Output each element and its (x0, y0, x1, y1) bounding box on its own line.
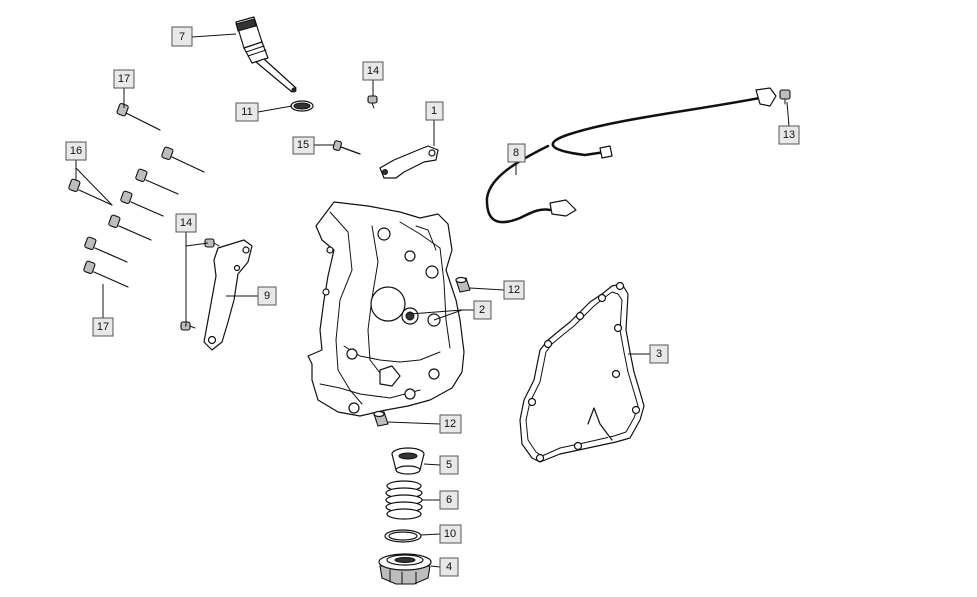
bolt-13-part (779, 89, 791, 105)
callout-12-bottom-label: 12 (444, 418, 456, 430)
callout-15: 15 (292, 136, 315, 155)
callout-13: 13 (778, 125, 800, 145)
callout-3: 3 (649, 344, 669, 364)
gasket-3-part (519, 281, 645, 463)
callout-9-label: 9 (264, 290, 270, 302)
callout-17-top-label: 17 (118, 73, 130, 85)
o-ring-11-part (290, 100, 314, 112)
callout-14-left-label: 14 (180, 217, 192, 229)
callout-4: 4 (439, 557, 459, 577)
callout-10: 10 (439, 524, 462, 544)
plate-9-part (203, 239, 253, 351)
bolt-17-bottom-part (83, 236, 129, 288)
o-ring-10-part (384, 529, 422, 543)
callout-12-bottom: 12 (439, 414, 462, 434)
callout-17-top: 17 (113, 69, 135, 89)
callout-17-bottom-label: 17 (97, 321, 109, 333)
bracket-1-part (379, 145, 439, 179)
callout-5-label: 5 (446, 459, 452, 471)
callout-11: 11 (235, 102, 259, 122)
callout-8: 8 (507, 143, 526, 163)
callout-13-label: 13 (783, 129, 795, 141)
screw-14-left-part (180, 238, 220, 331)
bolt-group-16-part (68, 146, 205, 241)
dipstick-part (235, 16, 297, 93)
spring-6-part (385, 480, 423, 520)
callout-15-label: 15 (297, 139, 309, 151)
callout-14-top: 14 (362, 61, 384, 81)
crankcase-cover-2-part (307, 201, 465, 417)
callout-3-label: 3 (656, 348, 662, 360)
callout-2-label: 2 (479, 304, 485, 316)
callout-11-label: 11 (241, 106, 252, 118)
callout-12-top: 12 (503, 280, 525, 300)
callout-5: 5 (439, 455, 459, 475)
drain-plug-4-part (378, 553, 432, 585)
callout-17-bottom: 17 (92, 317, 114, 337)
callout-9: 9 (257, 286, 277, 306)
dowel-12-top-part (455, 276, 471, 293)
bolt-17-top-part (116, 103, 161, 131)
callout-2: 2 (473, 300, 492, 320)
callout-4-label: 4 (446, 561, 452, 573)
callout-7-label: 7 (179, 31, 185, 43)
callout-6: 6 (439, 490, 459, 510)
callout-1: 1 (425, 101, 444, 121)
bolt-15-part (332, 140, 361, 155)
callout-1-label: 1 (431, 105, 437, 117)
screw-14-top-part (367, 95, 378, 109)
cap-5-part (391, 447, 425, 475)
callout-14-left: 14 (175, 213, 197, 233)
leader-lines (75, 33, 790, 568)
callout-12-top-label: 12 (508, 284, 520, 296)
callout-14-top-label: 14 (367, 65, 379, 77)
callout-16-label: 16 (70, 145, 82, 157)
callout-10-label: 10 (444, 528, 456, 540)
callout-7: 7 (171, 26, 193, 47)
cable-8-part (485, 87, 777, 224)
dowel-12-bottom-part (373, 410, 389, 427)
callout-8-label: 8 (513, 147, 519, 159)
callout-16: 16 (65, 141, 87, 161)
callout-6-label: 6 (446, 494, 452, 506)
